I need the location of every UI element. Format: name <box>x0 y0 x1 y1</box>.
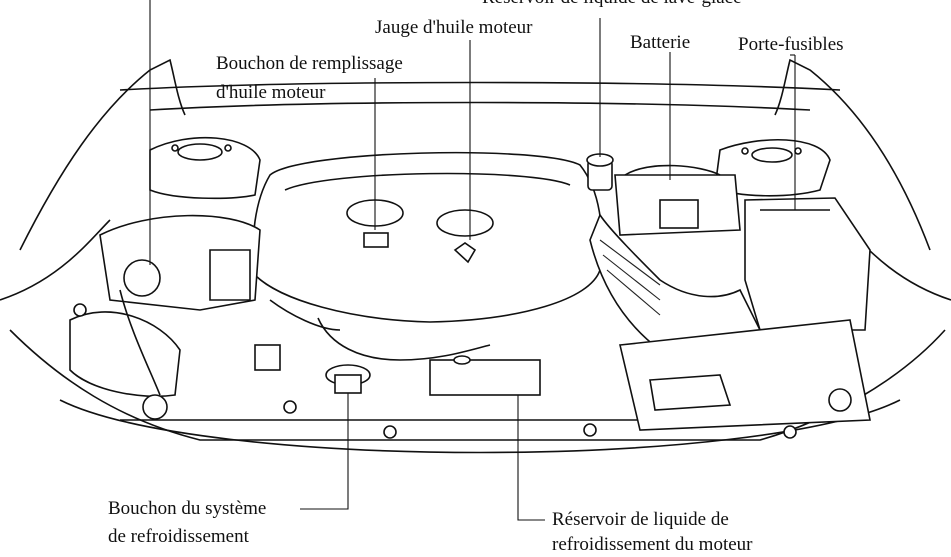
label-oil-filler-line2: d'huile moteur <box>216 82 326 103</box>
right-strut-tower <box>714 138 831 197</box>
air-intake-hose <box>589 213 762 351</box>
label-washer-reservoir: Réservoir de liquide de lave-glace <box>482 0 742 10</box>
leader-coolant-reservoir <box>517 395 545 521</box>
air-box <box>619 319 871 431</box>
left-components <box>69 214 261 398</box>
left-reservoir-cap <box>123 259 161 297</box>
bolts <box>73 303 852 439</box>
battery <box>614 164 741 236</box>
oil-filler-cap <box>363 232 389 248</box>
label-dipstick: Jauge d'huile moteur <box>375 17 533 38</box>
label-battery: Batterie <box>630 32 691 53</box>
leader-cooling-cap <box>300 393 349 510</box>
label-fuse-box: Porte-fusibles <box>738 34 844 55</box>
coolant-reservoir <box>429 355 541 396</box>
label-coolant-reservoir-line2: refroidissement du moteur <box>552 534 753 555</box>
label-cooling-cap-line2: de refroidissement <box>108 526 249 547</box>
fuse-box <box>744 197 871 331</box>
leader-lines <box>149 0 796 521</box>
label-oil-filler-line1: Bouchon de remplissage <box>216 53 403 74</box>
engine-cover <box>252 151 603 323</box>
dipstick-handle <box>453 242 477 264</box>
left-strut-tower <box>149 136 261 200</box>
coolant-hoses <box>269 299 491 361</box>
dipstick-opening <box>436 209 494 237</box>
label-cooling-cap-line1: Bouchon du système <box>108 498 267 519</box>
washer-reservoir-cap <box>586 153 614 191</box>
cooling-system-cap <box>325 364 371 394</box>
label-coolant-reservoir-line1: Réservoir de liquide de <box>552 509 729 530</box>
